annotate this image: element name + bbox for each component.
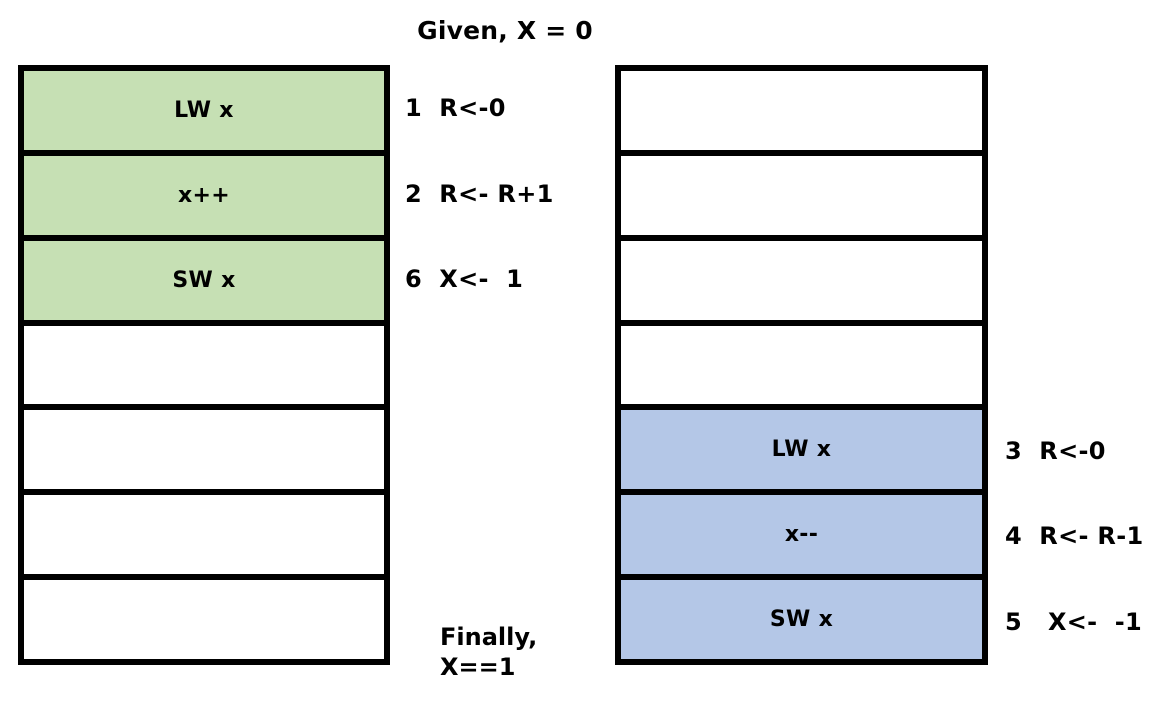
instruction-cell: LW x — [24, 71, 384, 156]
instruction-cell: x++ — [24, 155, 384, 241]
annotation-step: 1 R<-0 — [405, 93, 506, 122]
instruction-cell: SW x — [621, 580, 982, 660]
empty-cell — [621, 155, 982, 241]
annotation-step: 6 X<- 1 — [405, 265, 524, 294]
instruction-cell: LW x — [621, 410, 982, 496]
annotation-step: 5 X<- -1 — [1005, 608, 1143, 637]
final-note-line-1: Finally, — [440, 623, 538, 651]
page-title: Given, X = 0 — [417, 16, 593, 45]
annotation-step: 2 R<- R+1 — [405, 179, 554, 208]
empty-cell — [621, 71, 982, 156]
instruction-cell: SW x — [24, 240, 384, 326]
annotation-step: 4 R<- R-1 — [1005, 522, 1144, 551]
empty-cell — [24, 495, 384, 581]
final-note-line-2: X==1 — [440, 653, 516, 681]
thread-column-right: LW x x-- SW x — [615, 65, 988, 665]
empty-cell — [24, 580, 384, 660]
empty-cell — [621, 325, 982, 411]
final-result-note: Finally, X==1 — [440, 622, 537, 682]
empty-cell — [24, 325, 384, 411]
instruction-cell: x-- — [621, 495, 982, 581]
empty-cell — [621, 240, 982, 326]
empty-cell — [24, 410, 384, 496]
thread-column-left: LW x x++ SW x — [18, 65, 390, 665]
annotation-list-right: 3 R<-0 4 R<- R-1 5 X<- -1 — [1005, 65, 1159, 665]
annotation-step: 3 R<-0 — [1005, 436, 1106, 465]
annotation-list-left: 1 R<-0 2 R<- R+1 6 X<- 1 — [405, 65, 605, 665]
